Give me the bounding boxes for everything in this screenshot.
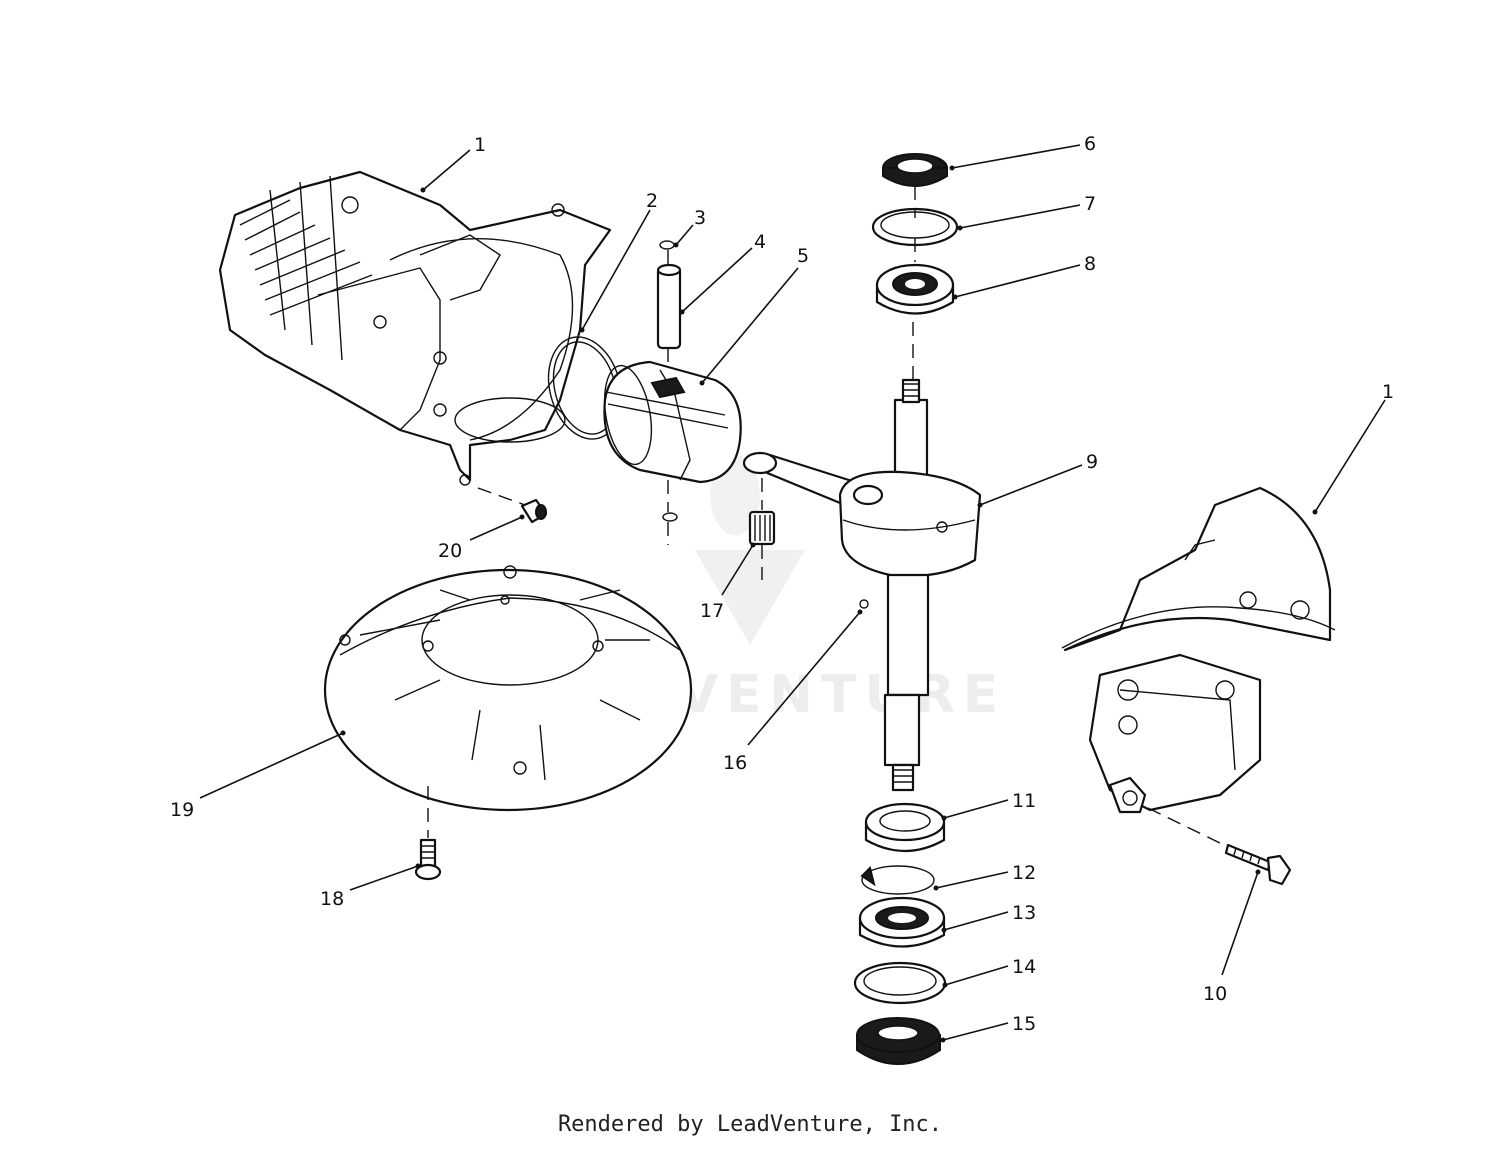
callout-label-15: 15	[1012, 1013, 1036, 1035]
part-18-screw[interactable]	[414, 838, 442, 881]
callout-label-2: 2	[646, 190, 658, 212]
part-1-crankcase-half[interactable]	[1061, 486, 1336, 814]
callout-label-17: 17	[700, 600, 724, 622]
callout-9: 9	[977, 451, 1098, 508]
callout-16: 16	[723, 609, 863, 774]
callout-label-14: 14	[1012, 956, 1036, 978]
callout-label-20: 20	[438, 540, 462, 562]
part-5-piston[interactable]	[598, 360, 742, 484]
part-9-crankshaft[interactable]	[742, 378, 982, 792]
part-6-seal[interactable]	[882, 153, 948, 187]
callout-8: 8	[952, 253, 1096, 300]
callout-1-right: 1	[1312, 381, 1394, 515]
callout-14: 14	[942, 956, 1036, 988]
callout-label-18: 18	[320, 888, 344, 910]
part-17-needle-bearing[interactable]	[748, 510, 776, 546]
part-15-seal[interactable]	[856, 1017, 941, 1065]
part-16-ball[interactable]	[859, 599, 869, 609]
callout-label-3: 3	[694, 207, 706, 229]
callout-label-7: 7	[1084, 193, 1096, 215]
callout-label-1-right: 1	[1382, 381, 1394, 403]
part-8-bearing[interactable]	[875, 263, 955, 315]
callout-4: 4	[679, 231, 766, 315]
callout-label-1: 1	[474, 134, 486, 156]
callout-12: 12	[933, 862, 1036, 891]
callout-18: 18	[320, 863, 421, 910]
callout-15: 15	[940, 1013, 1036, 1043]
callout-20: 20	[438, 514, 525, 562]
part-13-bearing[interactable]	[858, 896, 946, 948]
callout-11: 11	[941, 790, 1036, 821]
part-1-engine-block[interactable]	[218, 170, 612, 486]
part-11-washer[interactable]	[864, 802, 946, 853]
callout-17: 17	[700, 542, 756, 622]
callout-label-8: 8	[1084, 253, 1096, 275]
callout-label-10: 10	[1203, 983, 1227, 1005]
part-12-retaining-ring[interactable]	[860, 865, 935, 895]
callout-label-12: 12	[1012, 862, 1036, 884]
callout-label-19: 19	[170, 799, 194, 821]
render-credit: Rendered by LeadVenture, Inc.	[557, 1112, 943, 1137]
callout-label-6: 6	[1084, 133, 1096, 155]
callout-label-13: 13	[1012, 902, 1036, 924]
assembly-axis-lines	[427, 186, 1227, 847]
callout-3: 3	[673, 207, 706, 248]
callout-label-16: 16	[723, 752, 747, 774]
callout-13: 13	[941, 902, 1036, 933]
callout-2: 2	[579, 190, 658, 333]
callout-10: 10	[1203, 869, 1261, 1005]
part-19-plate[interactable]	[323, 565, 693, 812]
callout-label-4: 4	[754, 231, 766, 253]
callout-19: 19	[170, 730, 346, 821]
callout-label-11: 11	[1012, 790, 1036, 812]
part-14-washer[interactable]	[853, 961, 947, 1005]
part-4-wrist-pin[interactable]	[656, 263, 682, 350]
callout-label-5: 5	[797, 245, 809, 267]
part-10-screw[interactable]	[1224, 843, 1292, 886]
callout-6: 6	[949, 133, 1096, 171]
callout-label-9: 9	[1086, 451, 1098, 473]
callout-1-upper-left: 1	[420, 134, 486, 193]
part-20-bushing[interactable]	[520, 498, 548, 524]
callout-7: 7	[957, 193, 1096, 231]
callout-5: 5	[699, 245, 809, 386]
